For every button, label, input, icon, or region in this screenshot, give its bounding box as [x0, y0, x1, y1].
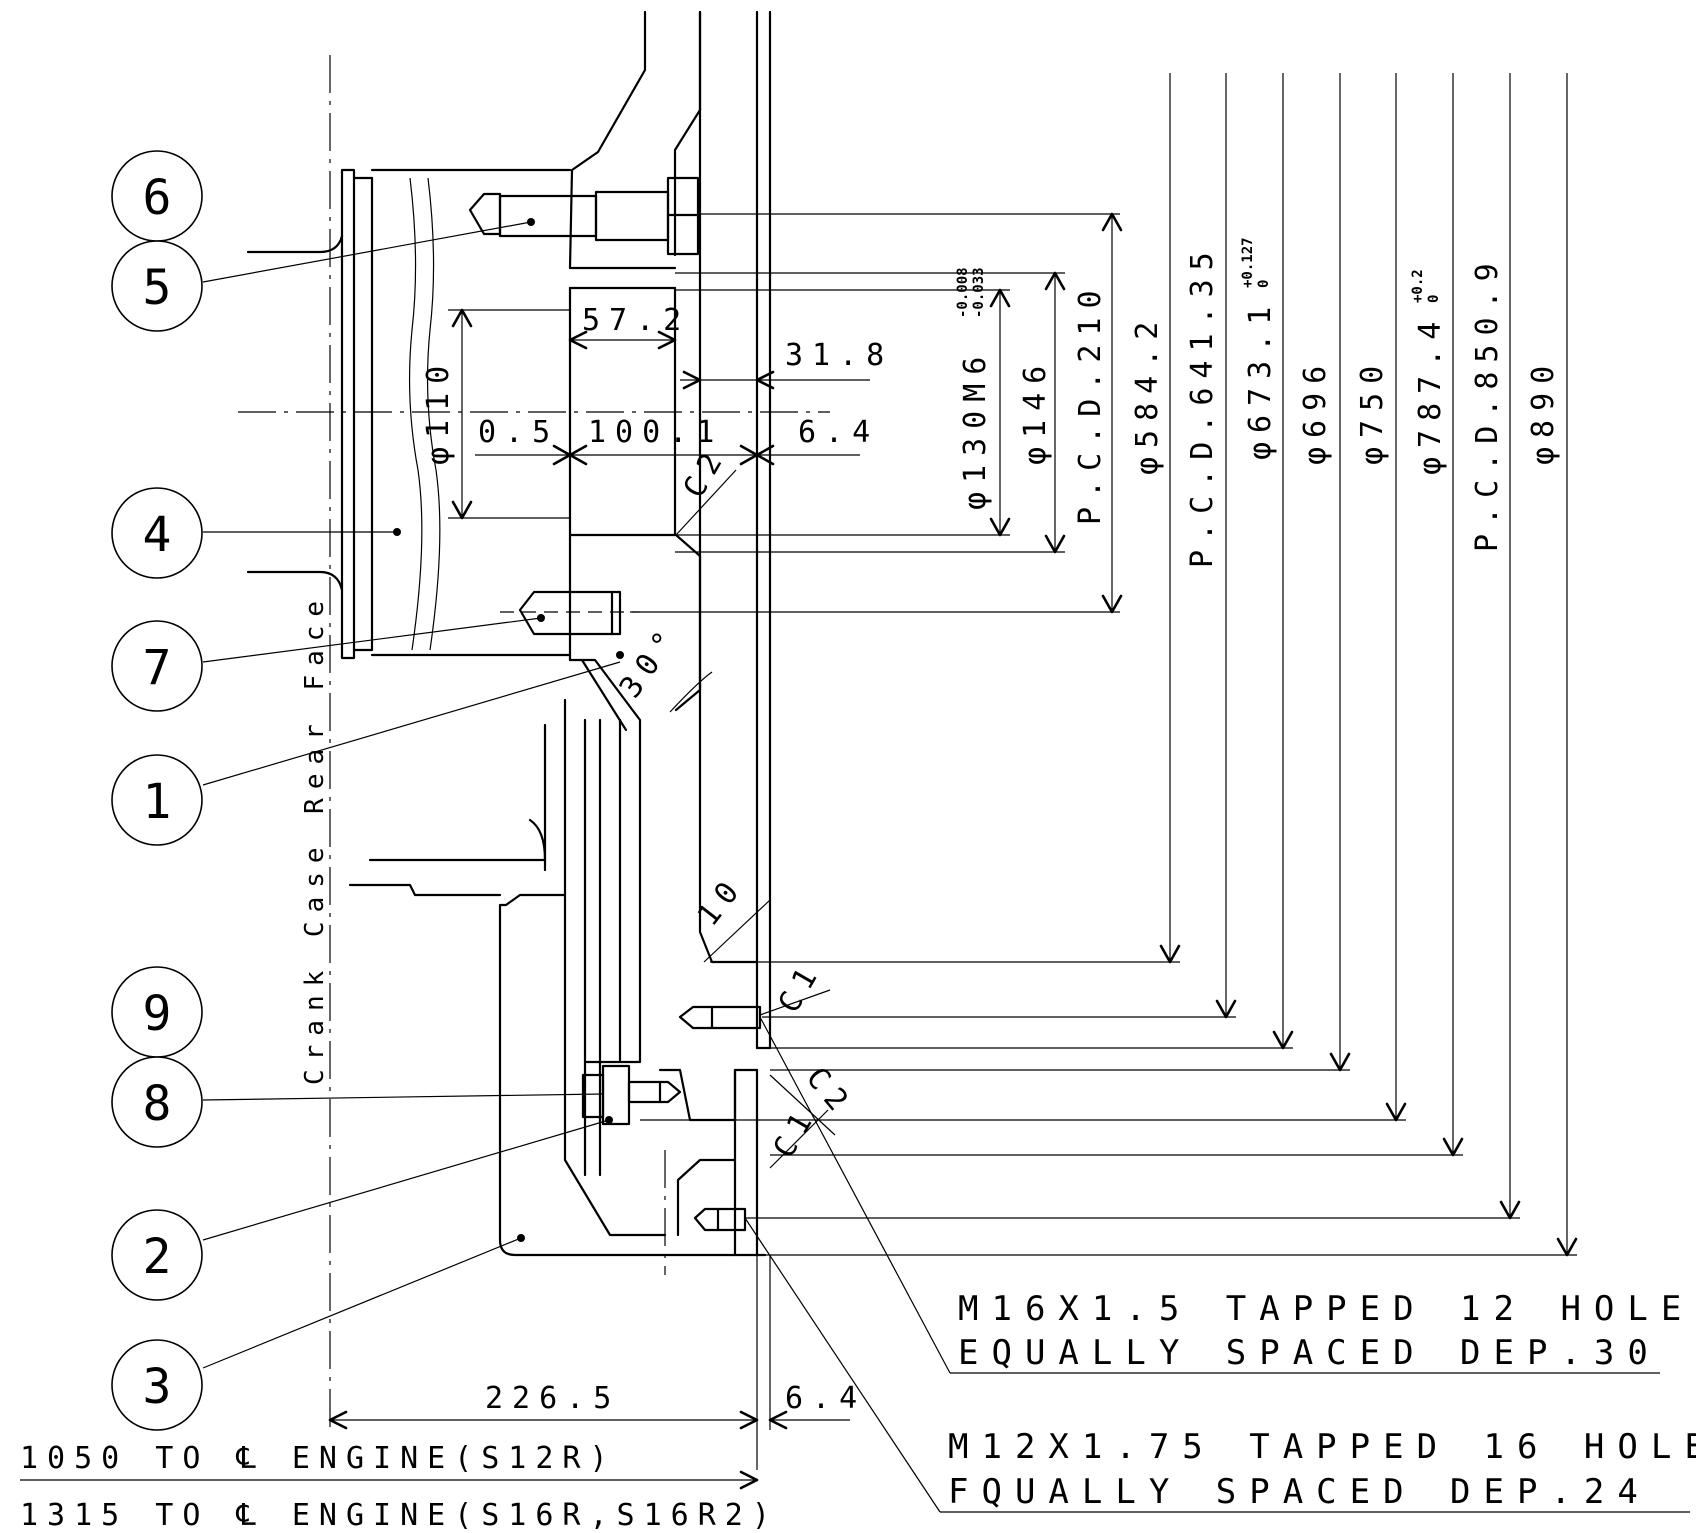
chamfer-c1-a: C1 — [772, 955, 829, 1019]
note-m16-line2: EQUALLY SPACED DEP.30 — [958, 1333, 1661, 1373]
balloon-5: 5 — [111, 240, 203, 332]
dim-phi110: φ110 — [421, 357, 456, 465]
balloon-3: 3 — [111, 1339, 203, 1431]
dim-57-2: 57.2 — [582, 303, 690, 338]
note-m12: M12X1.75 TAPPED 16 HOLES FQUALLY SPACED … — [744, 1217, 1696, 1513]
balloon-1-label: 1 — [143, 774, 172, 830]
balloon-9-label: 9 — [143, 986, 172, 1042]
balloon-3-label: 3 — [143, 1359, 172, 1415]
housing-body — [246, 10, 772, 1257]
ref-s12r: 1050 TO ℄ ENGINE(S12R) — [20, 1441, 617, 1476]
balloon-7-label: 7 — [143, 640, 172, 696]
svg-text:φ787.4: φ787.4 — [1413, 313, 1448, 475]
dim-100-1: 100.1 — [588, 415, 723, 450]
note-m16: M16X1.5 TAPPED 12 HOLES EQUALLY SPACED D… — [759, 1016, 1696, 1374]
svg-text:φ130M6: φ130M6 — [958, 348, 993, 510]
balloon-2: 2 — [111, 1209, 203, 1301]
balloon-6-label: 6 — [143, 170, 172, 226]
balloon-8-label: 8 — [143, 1076, 172, 1132]
dim-phi890: φ890 — [1526, 357, 1561, 465]
dim-phi696: φ696 — [1298, 357, 1333, 465]
dim-phi787-4: φ787.4 +0.2 0 — [1410, 269, 1448, 475]
note-m16-line1: M16X1.5 TAPPED 12 HOLES — [958, 1289, 1696, 1329]
dim-0-5: 0.5 — [478, 415, 559, 450]
ref-s16r: 1315 TO ℄ ENGINE(S16R,S16R2) — [20, 1498, 779, 1533]
balloon-8: 8 — [111, 1056, 203, 1148]
note-m12-line2: FQUALLY SPACED DEP.24 — [948, 1472, 1651, 1512]
svg-text:-0.008: -0.008 — [955, 267, 971, 318]
bolt-8 — [581, 1064, 682, 1126]
dim-pcd210: P.C.D.210 — [1073, 281, 1108, 525]
svg-text:0: 0 — [1426, 295, 1442, 303]
balloon-leaders — [202, 221, 621, 1369]
angle-30: 30° — [613, 618, 688, 705]
balloon-2-label: 2 — [143, 1229, 172, 1285]
balloon-4: 4 — [111, 487, 203, 579]
note-m12-line1: M12X1.75 TAPPED 16 HOLES — [948, 1427, 1696, 1467]
balloon-9: 9 — [111, 966, 203, 1058]
dim-phi584-2: φ584.2 — [1130, 313, 1165, 475]
dim-phi146: φ146 — [1018, 357, 1053, 465]
local-dimensions: 57.2 31.8 0.5 100.1 6.4 φ110 C2 30° 10 C… — [328, 303, 893, 1470]
svg-text:+0.127: +0.127 — [1240, 237, 1256, 288]
engine-reference: 1050 TO ℄ ENGINE(S12R) 1315 TO ℄ ENGINE(… — [20, 1441, 779, 1533]
dim-6-4-bottom: 6.4 — [785, 1381, 866, 1416]
balloon-1: 1 — [111, 754, 203, 846]
svg-text:-0.033: -0.033 — [971, 267, 987, 318]
diameter-ladder: φ130M6 -0.008 -0.033 φ146 P.C.D.210 φ584… — [630, 73, 1578, 1257]
svg-text:+0.2: +0.2 — [1410, 269, 1426, 303]
balloon-5-label: 5 — [143, 260, 172, 316]
svg-text:φ673.1: φ673.1 — [1243, 298, 1278, 460]
dim-phi673-1: φ673.1 +0.127 0 — [1240, 237, 1278, 460]
balloon-7: 7 — [111, 620, 203, 712]
chamfer-c1-b: C1 — [767, 1100, 824, 1164]
balloon-6: 6 — [111, 150, 203, 242]
stud-lower — [693, 1207, 747, 1232]
dim-phi130m6: φ130M6 -0.008 -0.033 — [955, 267, 993, 510]
dim-phi750: φ750 — [1355, 357, 1390, 465]
dim-31-8: 31.8 — [785, 338, 893, 373]
crank-case-rear-face-label: Crank Case Rear Face — [300, 592, 330, 1085]
dim-6-4-top: 6.4 — [798, 415, 879, 450]
bolt-upper — [468, 176, 700, 256]
dim-pcd850-9: P.C.D.850.9 — [1470, 254, 1505, 552]
stud-c1 — [678, 1005, 762, 1030]
dim-pcd641-35: P.C.D.641.35 — [1185, 243, 1220, 568]
dim-226-5: 226.5 — [485, 1381, 620, 1416]
svg-text:0: 0 — [1256, 280, 1272, 288]
balloon-4-label: 4 — [143, 507, 172, 563]
